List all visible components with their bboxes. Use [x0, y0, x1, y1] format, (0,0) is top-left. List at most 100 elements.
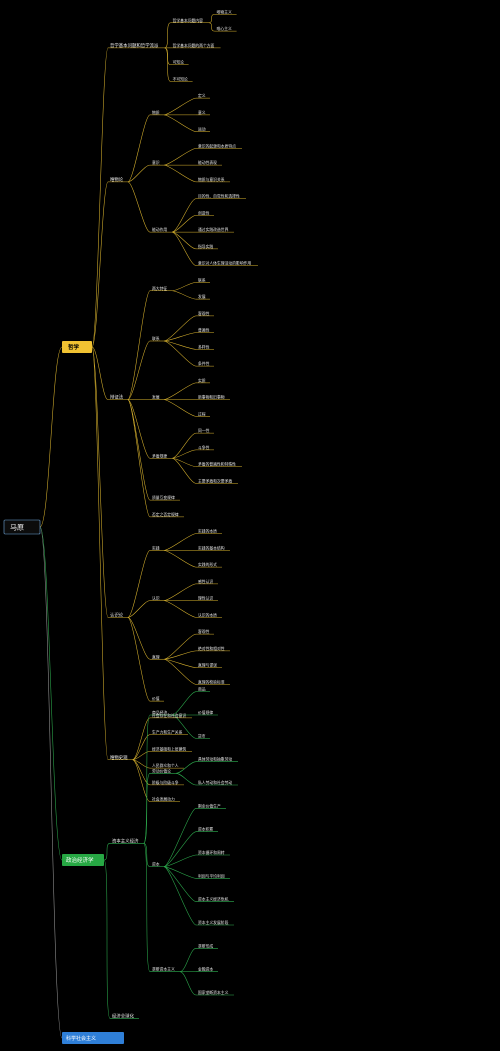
node-label-d4[interactable]: 运动	[198, 127, 206, 132]
node-label-d4[interactable]: 实践的基本结构	[198, 545, 225, 550]
edge	[127, 600, 151, 618]
node-label-d3[interactable]: 可知论	[173, 60, 185, 65]
node-label-d4[interactable]: 实践的形式	[198, 562, 217, 567]
node-label-d4[interactable]: 斗争性	[198, 445, 210, 450]
node-label-d4[interactable]: 矛盾的普遍性和特殊性	[198, 462, 236, 467]
node-label-d4[interactable]: 物质与意识关系	[198, 177, 225, 182]
edge	[171, 457, 197, 467]
node-label-d3[interactable]: 不可知论	[173, 76, 188, 81]
node-label-d3[interactable]: 意识	[152, 160, 160, 165]
node-label-d3[interactable]: 生产力和生产关系	[152, 730, 183, 735]
node-label-d4[interactable]: 意义	[198, 110, 206, 115]
node-label-d4[interactable]: 资本积累	[198, 827, 213, 832]
node-label-d4[interactable]: 普遍性	[198, 328, 210, 333]
edge	[163, 600, 197, 618]
node-label-d3[interactable]: 经济基础和上层建筑	[152, 746, 186, 751]
node-label-d2[interactable]: 唯物史观	[110, 754, 128, 761]
root-edge	[39, 346, 63, 528]
node-label-d4[interactable]: 发展	[198, 294, 206, 299]
node-label-d4[interactable]: 唯物主义	[217, 9, 232, 14]
node-label-d3[interactable]: 发展	[152, 395, 160, 400]
branch-socialism-label[interactable]: 科学社会主义	[66, 1035, 96, 1042]
node-label-d2[interactable]: 经济全球化	[112, 1012, 135, 1019]
node-label-d4[interactable]: 商品	[198, 687, 206, 692]
node-label-d4[interactable]: 资本主义经济危机	[198, 897, 229, 902]
node-label-d3[interactable]: 资本	[152, 862, 160, 867]
node-label-d2[interactable]: 资本主义经济	[112, 837, 139, 844]
node-label-d4[interactable]: 利润与平均利润	[198, 873, 225, 878]
node-label-d3[interactable]: 真理	[152, 654, 160, 659]
edge	[127, 181, 151, 233]
node-label-d2[interactable]: 唯物论	[110, 176, 124, 183]
node-label-d4[interactable]: 资本主义发展阶段	[198, 920, 229, 925]
node-label-d4[interactable]: 垄断形成	[198, 943, 213, 948]
node-label-d4[interactable]: 实质	[198, 378, 206, 383]
node-label-d2[interactable]: 认识论	[110, 611, 124, 618]
edge	[163, 399, 197, 417]
node-label-d4[interactable]: 条件性	[198, 361, 210, 366]
node-label-d2[interactable]: 哲学基本问题和哲学流派	[110, 42, 159, 49]
node-label-d4[interactable]: 新事物和旧事物	[198, 395, 225, 400]
node-label-d3[interactable]: 物质	[152, 110, 160, 115]
node-label-d3[interactable]: 人民群众和个人	[152, 763, 179, 768]
branch-political-economy-label[interactable]: 政治经济学	[66, 856, 94, 864]
edge	[163, 340, 197, 367]
node-label-d3[interactable]: 实践	[152, 545, 160, 550]
node-label-d4[interactable]: 金融资本	[198, 967, 213, 972]
node-label-d3[interactable]: 哲学基本问题的两个方面	[173, 43, 215, 48]
node-label-d4[interactable]: 绝对性和相对性	[198, 646, 225, 651]
node-label-d3[interactable]: 商品经济	[152, 710, 167, 715]
node-label-d4[interactable]: 具体劳动和抽象劳动	[198, 757, 232, 762]
node-label-d4[interactable]: 定义	[198, 93, 206, 98]
node-label-d4[interactable]: 真理与谬误	[198, 663, 217, 668]
node-label-d3[interactable]: 两大特征	[152, 286, 167, 291]
node-label-d4[interactable]: 认识的本质	[198, 612, 217, 617]
node-label-d3[interactable]: 联系	[152, 336, 160, 341]
edge	[171, 198, 197, 233]
node-label-d4[interactable]: 国家垄断资本主义	[198, 990, 229, 995]
node-label-d4[interactable]: 创造性	[198, 210, 210, 215]
node-label-d3[interactable]: 阶级与阶级斗争	[152, 780, 179, 785]
node-label-d4[interactable]: 客观性	[198, 629, 210, 634]
node-label-d4[interactable]: 资本循环和周转	[198, 850, 225, 855]
node-label-d4[interactable]: 剩余价值生产	[198, 803, 221, 808]
node-label-d4[interactable]: 过程	[198, 411, 206, 416]
node-label-d4[interactable]: 指导实践	[198, 244, 213, 249]
node-label-d4[interactable]: 联系	[198, 277, 206, 282]
node-label-d4[interactable]: 同一性	[198, 428, 210, 433]
node-label-d4[interactable]: 通过实践改造世界	[198, 227, 229, 232]
node-label-d4[interactable]: 价值规律	[198, 710, 213, 715]
node-label-d4[interactable]: 货币	[198, 733, 206, 738]
node-label-d4[interactable]: 目的性、自觉性和选择性	[198, 194, 240, 199]
node-label-d2[interactable]: 辩证法	[110, 394, 124, 401]
edge	[143, 773, 151, 844]
branch-philosophy-label[interactable]: 哲学	[68, 343, 80, 351]
node-label-d3[interactable]: 社会发展动力	[152, 797, 175, 802]
node-label-d3[interactable]: 能动作用	[152, 227, 167, 232]
node-label-d3[interactable]: 垄断资本主义	[152, 967, 175, 972]
node-label-d3[interactable]: 认识	[152, 596, 160, 601]
node-label-d4[interactable]: 真理的检验标准	[198, 679, 225, 684]
node-label-d4[interactable]: 主要矛盾和次要矛盾	[198, 478, 232, 483]
edge	[163, 866, 197, 902]
node-label-d3[interactable]: 社会存在和社会意识	[152, 713, 186, 718]
node-label-d4[interactable]: 能动性表现	[198, 160, 217, 165]
root-node-label[interactable]: 马原	[10, 524, 24, 532]
node-label-d3[interactable]: 价值	[152, 696, 160, 701]
node-label-d4[interactable]: 唯心主义	[217, 26, 232, 31]
node-label-d4[interactable]: 感性认识	[198, 579, 213, 584]
node-label-d4[interactable]: 实践的本质	[198, 529, 217, 534]
node-label-d4[interactable]: 意识的起源和本质特点	[198, 143, 236, 148]
node-label-d3[interactable]: 质量互变规律	[152, 495, 175, 500]
node-label-d4[interactable]: 意识对人体生理活动的影响作用	[198, 261, 251, 266]
node-label-d3[interactable]: 否定之否定规律	[152, 512, 179, 517]
node-label-d4[interactable]: 多样性	[198, 344, 210, 349]
node-label-d4[interactable]: 私人劳动和社会劳动	[198, 780, 232, 785]
node-label-d3[interactable]: 劳动价值论	[152, 768, 171, 773]
node-label-d3[interactable]: 矛盾规律	[152, 453, 167, 458]
edge	[163, 340, 197, 350]
node-label-d3[interactable]: 哲学基本问题内容	[173, 18, 204, 23]
node-label-d4[interactable]: 理性认识	[198, 596, 213, 601]
edge	[163, 315, 197, 342]
node-label-d4[interactable]: 客观性	[198, 311, 210, 316]
